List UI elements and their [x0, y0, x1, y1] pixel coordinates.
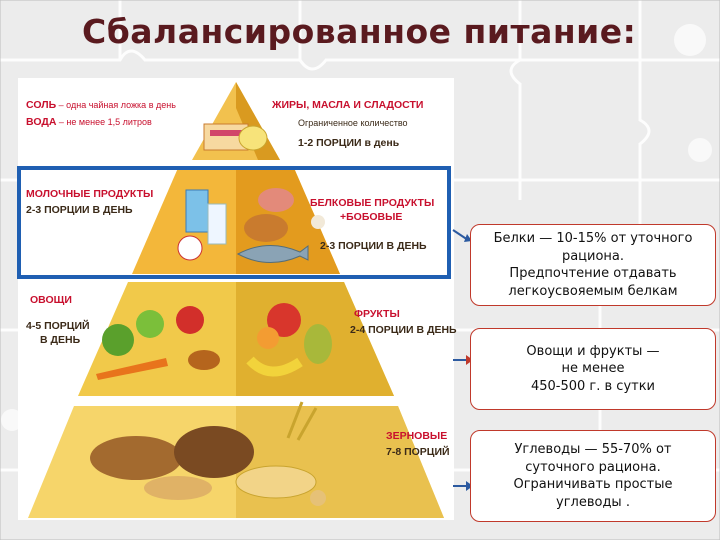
info-line: легкоусвояемым белкам: [494, 283, 693, 301]
info-line: углеводы .: [513, 494, 672, 512]
highlight-frame: [17, 166, 451, 279]
info-box-carbohydrates: Углеводы — 55-70% от суточного рациона. …: [470, 430, 716, 522]
fats-limit-text: Ограниченное количество: [298, 118, 408, 129]
info-line: рациона.: [494, 248, 693, 266]
info-line: суточного рациона.: [513, 459, 672, 477]
fruits-portions: 2-4 ПОРЦИИ В ДЕНЬ: [350, 324, 457, 337]
grains-portions: 7-8 ПОРЦИЙ: [386, 446, 450, 459]
info-line: Углеводы — 55-70% от: [513, 441, 672, 459]
info-line: Белки — 10-15% от уточного: [494, 230, 693, 248]
fruits-label: ФРУКТЫ: [354, 308, 400, 321]
vegetables-portions: 4-5 ПОРЦИЙ: [26, 320, 90, 333]
info-line: Предпочтение отдавать: [494, 265, 693, 283]
grains-label: ЗЕРНОВЫЕ: [386, 430, 447, 443]
fats-portions: 1-2 ПОРЦИИ в день: [298, 137, 399, 150]
vegetables-label: ОВОЩИ: [30, 294, 72, 307]
sweets-icon: [204, 124, 267, 150]
water-label: ВОДА – не менее 1,5 литров: [26, 116, 152, 129]
info-line: Ограничивать простые: [513, 476, 672, 494]
fats-label: ЖИРЫ, МАСЛА И СЛАДОСТИ: [272, 99, 423, 112]
info-line: Овощи и фрукты —: [526, 343, 659, 361]
salt-label: СОЛЬ – одна чайная ложка в день: [26, 99, 176, 112]
info-box-vegetables-fruits: Овощи и фрукты — не менее 450-500 г. в с…: [470, 328, 716, 410]
info-line: 450-500 г. в сутки: [526, 378, 659, 396]
page-title: Сбалансированное питание:: [82, 12, 636, 51]
vegetables-per-day: В ДЕНЬ: [40, 334, 80, 347]
info-box-protein: Белки — 10-15% от уточного рациона. Пред…: [470, 224, 716, 306]
info-line: не менее: [526, 360, 659, 378]
